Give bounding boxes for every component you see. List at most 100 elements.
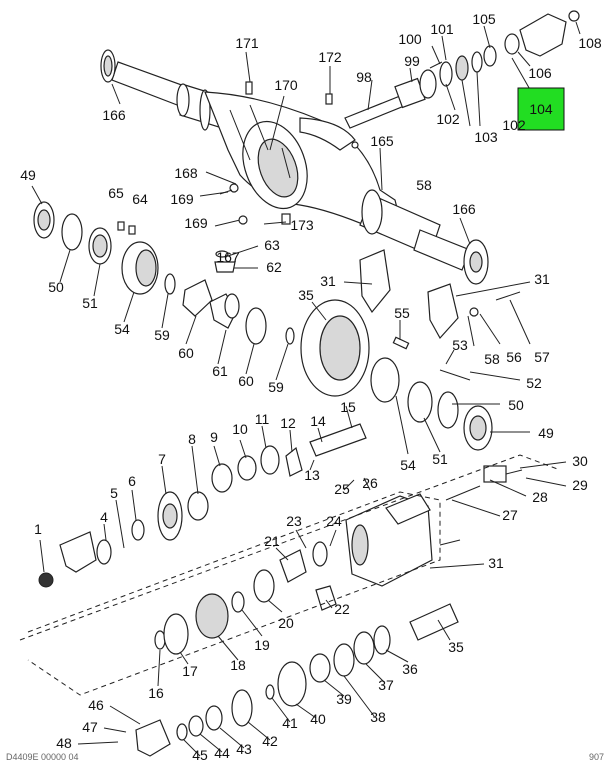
highlighted-part-box[interactable] — [517, 87, 565, 131]
part-label: 102 — [436, 111, 460, 127]
part-label: 37 — [378, 677, 394, 693]
part-label: 58 — [484, 351, 500, 367]
part-label: 24 — [326, 513, 342, 529]
part-label: 166 — [102, 107, 126, 123]
part-label: 15 — [340, 399, 356, 415]
part-label: 10 — [232, 421, 248, 437]
part-label: 13 — [304, 467, 320, 483]
footer-page: 907 — [589, 752, 604, 761]
part-label: 31 — [534, 271, 550, 287]
part-label: 42 — [262, 733, 278, 749]
part-label: 17 — [182, 663, 198, 679]
part-label: 55 — [394, 305, 410, 321]
part-label: 168 — [174, 165, 198, 181]
part-label: 22 — [334, 601, 350, 617]
part-label: 12 — [280, 415, 296, 431]
part-label: 7 — [158, 451, 166, 467]
part-labels: 171 172 170 98 99 100 101 105 106 108 10… — [20, 11, 602, 761]
part-label: 105 — [472, 11, 496, 27]
part-label: 25 — [334, 481, 350, 497]
part-label: 59 — [154, 327, 170, 343]
part-label: 102 — [502, 117, 526, 133]
part-label: 30 — [572, 453, 588, 469]
part-label: 27 — [502, 507, 518, 523]
part-label: 14 — [310, 413, 326, 429]
part-label: 18 — [230, 657, 246, 673]
part-label: 35 — [298, 287, 314, 303]
part-label: 60 — [178, 345, 194, 361]
part-label: 106 — [528, 65, 552, 81]
part-label: 61 — [212, 363, 228, 379]
part-label: 50 — [508, 397, 524, 413]
part-label: 58 — [416, 177, 432, 193]
part-label: 53 — [452, 337, 468, 353]
part-label: 103 — [474, 129, 498, 145]
part-label: 52 — [526, 375, 542, 391]
part-label: 45 — [192, 747, 208, 761]
part-label: 47 — [82, 719, 98, 735]
part-label: 171 — [235, 35, 259, 51]
part-label: 4 — [100, 509, 108, 525]
part-label: 8 — [188, 431, 196, 447]
part-label: 166 — [452, 201, 476, 217]
part-label: 64 — [132, 191, 148, 207]
part-label: 169 — [170, 191, 194, 207]
footer-code: D4409E 00000 04 — [6, 752, 79, 761]
part-label: 63 — [264, 237, 280, 253]
part-label: 50 — [48, 279, 64, 295]
part-label: 38 — [370, 709, 386, 725]
part-label: 100 — [398, 31, 422, 47]
part-label: 54 — [400, 457, 416, 473]
part-label: 98 — [356, 69, 372, 85]
part-label: 16 — [148, 685, 164, 701]
part-label: 28 — [532, 489, 548, 505]
part-label: 48 — [56, 735, 72, 751]
part-label: 40 — [310, 711, 326, 727]
part-label: 35 — [448, 639, 464, 655]
part-label: 1 — [34, 521, 42, 537]
part-label: 165 — [370, 133, 394, 149]
part-label: 49 — [20, 167, 36, 183]
part-label: 54 — [114, 321, 130, 337]
part-label: 60 — [238, 373, 254, 389]
part-label: 19 — [254, 637, 270, 653]
part-label: 170 — [274, 77, 298, 93]
bearing-cup — [38, 423, 523, 611]
part-label: 173 — [290, 217, 314, 233]
part-label: 41 — [282, 715, 298, 731]
pinion-shaft — [344, 10, 580, 129]
part-label: 59 — [268, 379, 284, 395]
part-label: 39 — [336, 691, 352, 707]
part-label: 21 — [264, 533, 280, 549]
part-label: 29 — [572, 477, 588, 493]
part-label: 167 — [216, 249, 240, 265]
part-label: 101 — [430, 21, 454, 37]
part-label: 99 — [404, 53, 420, 69]
part-label: 172 — [318, 49, 342, 65]
part-label: 31 — [320, 273, 336, 289]
part-label: 26 — [362, 475, 378, 491]
leader-lines — [31, 21, 581, 757]
part-label: 46 — [88, 697, 104, 713]
part-label: 6 — [128, 473, 136, 489]
axle-housing — [100, 49, 489, 285]
part-label: 49 — [538, 425, 554, 441]
part-label: 43 — [236, 741, 252, 757]
part-label: 5 — [110, 485, 118, 501]
part-label: 31 — [488, 555, 504, 571]
part-label: 51 — [432, 451, 448, 467]
part-label: 169 — [184, 215, 208, 231]
part-label: 62 — [266, 259, 282, 275]
part-label: 36 — [402, 661, 418, 677]
part-label: 11 — [255, 411, 270, 427]
part-label: 56 — [506, 349, 522, 365]
part-label: 108 — [578, 35, 602, 51]
part-label: 20 — [278, 615, 294, 631]
part-label: 44 — [214, 745, 230, 761]
part-label: 57 — [534, 349, 550, 365]
part-label: 65 — [108, 185, 124, 201]
highlighted-part-label[interactable]: 104 — [529, 101, 553, 117]
differential-gear — [33, 201, 295, 345]
part-label: 23 — [286, 513, 302, 529]
